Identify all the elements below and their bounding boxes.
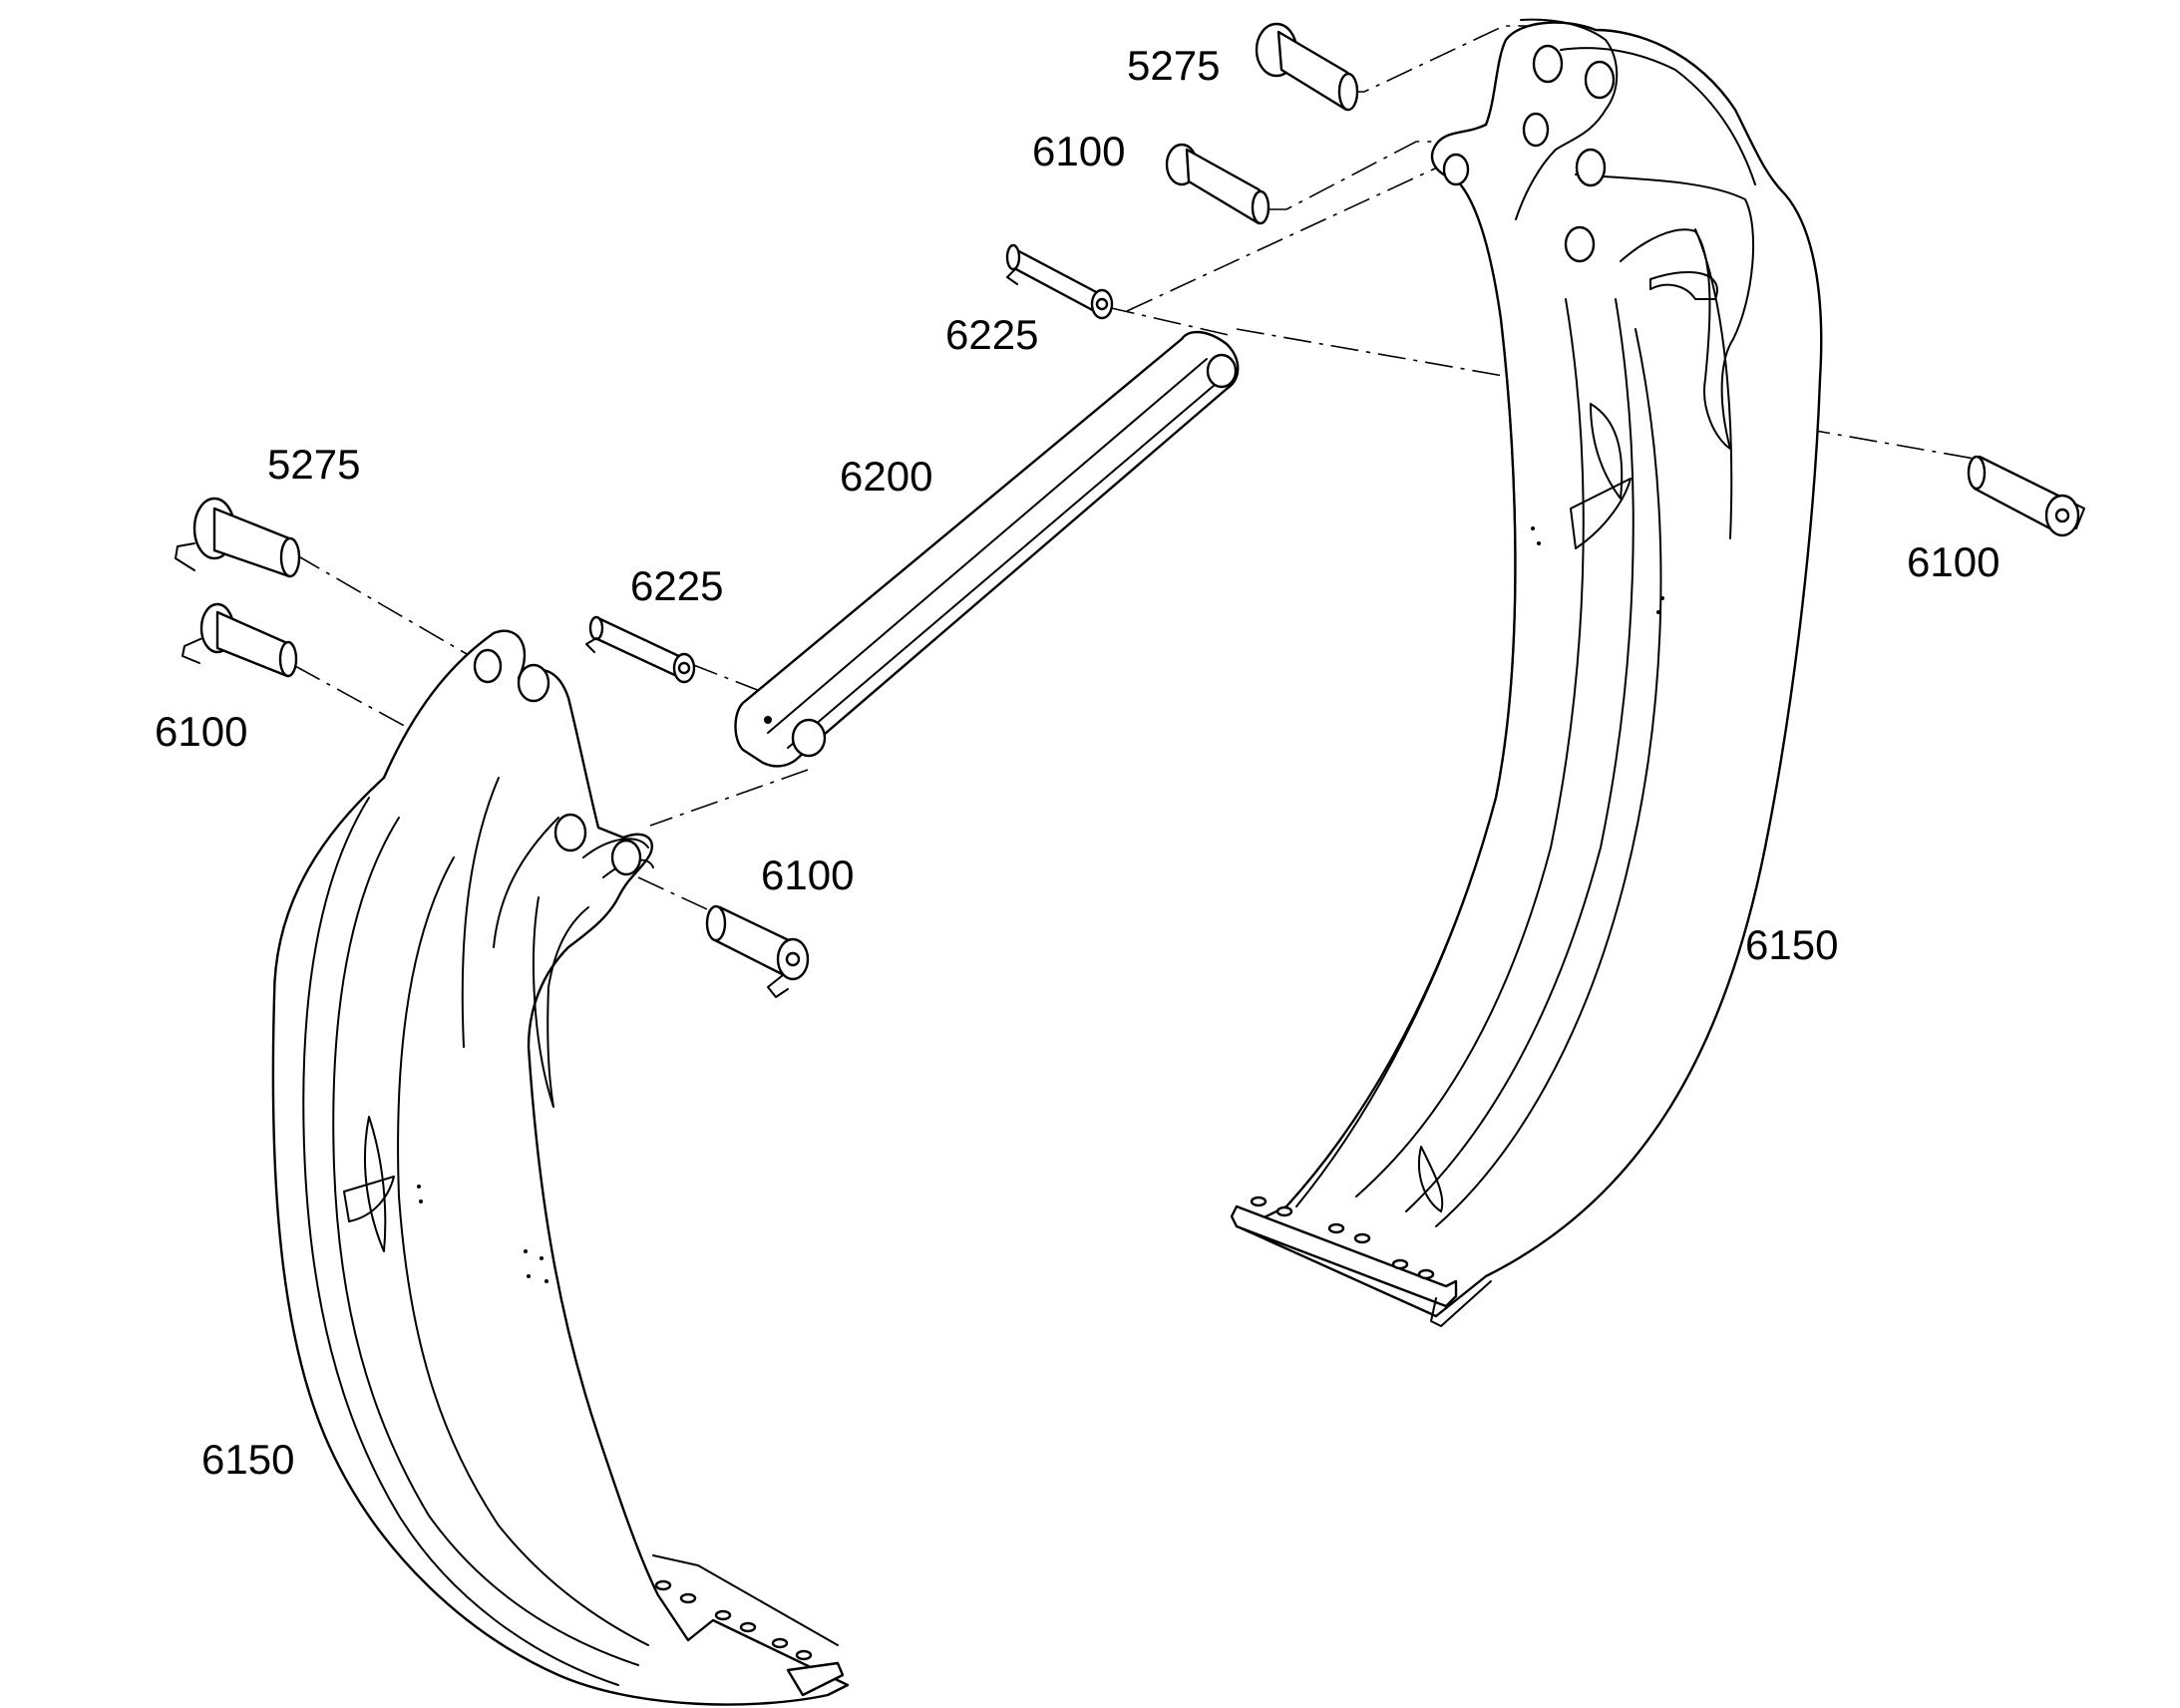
pin-5275-upper <box>1255 22 1359 112</box>
pin-6100-right <box>1967 455 2085 537</box>
callout-labels: 5275 6100 6225 6200 6100 6150 5275 6225 … <box>155 42 1999 1483</box>
pin-6225-upper <box>1005 243 1114 320</box>
callout-label: 6225 <box>945 311 1038 358</box>
callout-label: 6200 <box>840 453 932 500</box>
callout-label: 6150 <box>201 1436 294 1483</box>
callout-label: 5275 <box>1127 42 1220 89</box>
grapple-tine-icon <box>1240 21 1823 1318</box>
pin-5275-left <box>175 497 301 578</box>
callout-label: 5275 <box>267 441 360 488</box>
link-rod <box>734 330 1240 768</box>
pin-6100-upper <box>1165 143 1271 225</box>
callout-label: 6100 <box>1907 538 1999 585</box>
pin-6100-center <box>705 904 810 998</box>
grapple-tine-right <box>1230 18 1823 1327</box>
grapple-tine-icon <box>271 629 850 1706</box>
callout-label: 6100 <box>1032 128 1125 174</box>
callout-label: 6150 <box>1745 921 1838 968</box>
pin-icon <box>593 616 688 680</box>
pin-6225-lower <box>585 615 696 684</box>
callout-label: 6225 <box>630 562 723 609</box>
callout-label: 6100 <box>761 852 854 898</box>
callout-label: 6100 <box>155 708 247 755</box>
assembly-leader-lines <box>294 25 1976 916</box>
pin-6100-left <box>182 602 298 678</box>
grapple-tine-left <box>271 629 850 1706</box>
